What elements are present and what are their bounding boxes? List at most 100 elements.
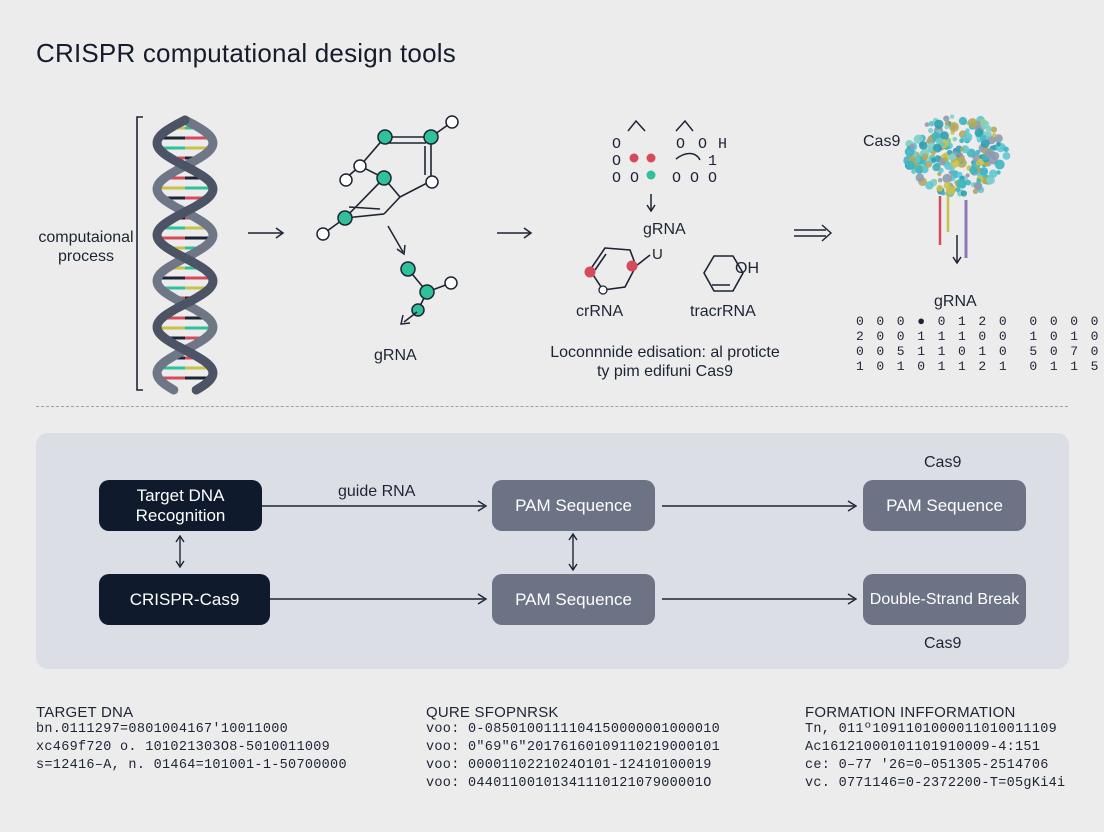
cas9-atom	[934, 119, 944, 129]
cas9-atom	[980, 138, 990, 148]
cas9-atom	[979, 167, 989, 176]
cas9-atom	[943, 157, 948, 162]
cas9-atom	[915, 165, 924, 174]
sequence-line: vc. 0771146=0-2372200-T=05gKi4i	[805, 776, 1066, 791]
crrna-label: crRNA	[576, 303, 624, 320]
cas9-atom	[1003, 146, 1009, 153]
cas9-atom	[938, 167, 944, 174]
cas9-atom	[918, 141, 928, 150]
molecule-atoms	[316, 115, 459, 317]
symbol-row-2-left: O	[612, 153, 622, 170]
cas9-atom	[924, 122, 930, 127]
number-grid-row: 1 0 1 0 1 1 2 1 0 1 1 5	[856, 359, 1101, 374]
cas9-atom	[975, 160, 981, 166]
grna-right-label: gRNA	[934, 293, 977, 310]
crrna-atom-red-2	[626, 260, 638, 272]
section-divider	[36, 406, 1068, 407]
cas9-atom	[915, 173, 924, 182]
sequence-column-query: QURE SFOPNRSK voo: 0-0850100111104150000…	[426, 704, 756, 793]
cas9-atom	[962, 132, 973, 142]
cas9-atom	[956, 178, 967, 189]
node-pam-sequence-right[interactable]: PAM Sequence	[863, 480, 1026, 531]
cas9-atom	[928, 127, 934, 134]
cas9-protein-icon	[903, 114, 1011, 198]
sequence-line: Ac16121000101101910009-4:151	[805, 740, 1041, 755]
sequence-line: Tn, 011º1091101000011010011109	[805, 722, 1058, 737]
cas9-atom	[994, 134, 1003, 143]
cas9-atom	[948, 170, 953, 175]
cas9-atom	[960, 190, 968, 197]
cas9-atom	[949, 122, 959, 132]
number-grid-row: 0 0 0 ● 0 1 2 0 0 0 0 0	[856, 314, 1101, 329]
cas9-atom	[955, 187, 961, 192]
arrow-symbols-down	[646, 194, 656, 213]
cas9-atom	[932, 143, 942, 153]
cas9-atom	[980, 120, 990, 129]
cas9-atom	[976, 178, 981, 183]
cas9-atom	[921, 153, 929, 161]
grna-top-label: gRNA	[643, 221, 686, 238]
cas9-atom	[943, 115, 950, 122]
cas9-atom	[992, 132, 997, 138]
cas9-atom	[925, 181, 934, 190]
cas9-atom	[906, 160, 915, 169]
sequence-column-formation: FORMATION INFFORMATION Tn, 011º109110100…	[805, 704, 1095, 793]
cas9-atom	[975, 149, 981, 155]
cas9-atom	[994, 159, 1005, 170]
cas9-atom	[928, 121, 934, 127]
dna-process-label: computaional process	[38, 229, 134, 265]
arrow-to-grna	[400, 311, 418, 325]
sequence-line: s=12416–A, n. 01464=101001-1-50700000	[36, 758, 347, 773]
molecule-grna-label: gRNA	[374, 347, 417, 364]
cas9-atom	[980, 134, 987, 141]
sequence-heading: FORMATION INFFORMATION	[805, 704, 1016, 721]
node-crispr-cas9[interactable]: CRISPR-Cas9	[99, 574, 270, 625]
dna-strand-front	[152, 115, 218, 395]
sequence-line: voo: 0-0850100111104150000001000010	[426, 722, 721, 737]
cas9-atom	[946, 186, 955, 195]
cas9-atom	[984, 148, 995, 159]
sequence-line: ce: 0–77 '26=0–051305-2514706	[805, 758, 1049, 773]
cas9-label-top: Cas9	[924, 454, 962, 471]
cas9-atom	[969, 166, 978, 175]
crrna-atom-red	[584, 266, 596, 278]
cas9-atom	[950, 114, 955, 119]
cas9-atom	[942, 173, 952, 184]
node-pam-sequence-bottom[interactable]: PAM Sequence	[492, 574, 655, 625]
sequence-line: bn.0111297=0801004167'10011000	[36, 722, 289, 737]
cas9-atom	[931, 157, 937, 163]
cas9-atom	[965, 173, 970, 178]
cas9-stems	[938, 196, 968, 265]
cas9-atom	[952, 136, 958, 142]
arrow-molecule-to-grna	[497, 227, 533, 239]
cas9-label-bottom: Cas9	[924, 635, 962, 652]
cas9-atom	[935, 137, 943, 145]
cas9-atom	[990, 126, 998, 133]
node-double-strand-break[interactable]: Double-Strand Break	[863, 574, 1026, 625]
symbol-row-2-right: 1	[708, 153, 718, 170]
arrow-grna-to-cas9	[794, 224, 833, 242]
arrow-molecule-down	[387, 225, 406, 256]
cas9-atom	[958, 152, 963, 157]
caption-line-2: ty pim edifuni Cas9	[596, 363, 734, 380]
page-title: CRISPR computational design tools	[36, 38, 456, 68]
workflow-connectors	[175, 500, 858, 605]
sequence-line: voo: 0"69"6"20176160109110219000101	[426, 740, 721, 755]
cas9-atom	[966, 148, 976, 158]
node-target-dna-recognition[interactable]: Target DNA Recognition	[99, 480, 262, 531]
node-pam-sequence-top[interactable]: PAM Sequence	[492, 480, 655, 531]
cas9-atom	[1002, 152, 1011, 160]
cas9-atom	[913, 134, 924, 144]
tracrrna-label: tracrRNA	[690, 303, 756, 320]
cas9-atom	[932, 163, 940, 172]
cas9-atom	[960, 147, 965, 152]
top-diagram	[136, 114, 1011, 395]
cas9-atom	[986, 175, 995, 185]
cas9-atom	[973, 181, 983, 191]
cas9-atom	[948, 153, 956, 161]
cas9-atom	[941, 142, 946, 147]
cas9-atom	[940, 131, 949, 141]
cas9-atom	[941, 191, 946, 196]
